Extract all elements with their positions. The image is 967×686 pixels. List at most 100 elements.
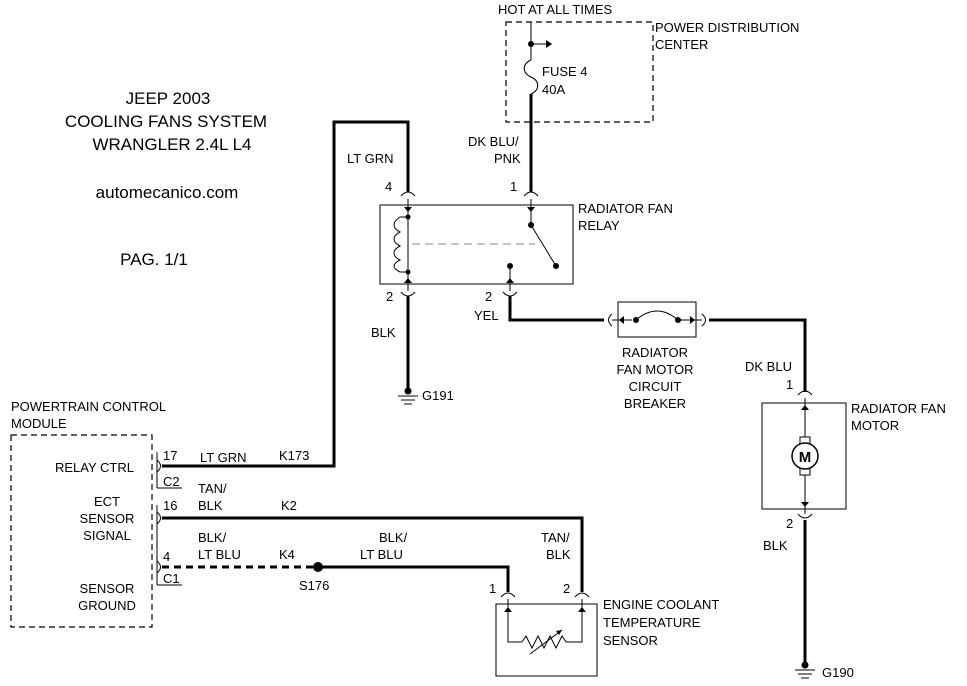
pcm-ect-line3: SIGNAL [83, 528, 131, 543]
relay-pin2-arrow-icon [404, 278, 412, 283]
ground-g190-label: G190 [822, 665, 854, 680]
pcm-relay-ctrl: RELAY CTRL [55, 460, 134, 475]
pcm-connector-c1: C1 [163, 571, 180, 586]
radiator-fan-relay: RADIATOR FAN RELAY 4 1 2 2 [379, 179, 673, 304]
breaker-left-arrow-icon [619, 316, 624, 324]
thermistor-variable-line [529, 629, 563, 655]
label-tan-blk-1: TAN/ [198, 481, 227, 496]
sensor-pin1-arrow-icon [504, 607, 512, 612]
connector-pcm-pin16-icon [156, 511, 161, 525]
relay-output-arrow-icon [506, 278, 514, 283]
breaker-right-arrow-icon [690, 316, 695, 324]
wire-yel [508, 296, 604, 322]
relay-pin4-label: 4 [385, 179, 392, 194]
connector-motor-pin1-icon [797, 390, 813, 396]
ground-g190-node [801, 661, 809, 669]
label-dk-blu-pnk-2: PNK [494, 151, 521, 166]
label-k173: K173 [279, 448, 309, 463]
sensor-label-line3: SENSOR [603, 633, 658, 648]
label-blk-relay: BLK [371, 325, 396, 340]
sensor-label-line2: TEMPERATURE [603, 615, 701, 630]
wires [162, 94, 807, 662]
power-distribution-center: HOT AT ALL TIMES POWER DISTRIBUTION CENT… [498, 2, 799, 123]
connector-pcm-pin4-icon [156, 560, 161, 574]
fuse-icon [523, 59, 539, 95]
motor-pin2-label: 2 [786, 516, 793, 531]
fuse-label: FUSE 4 [542, 64, 588, 79]
pcm-ect-line1: ECT [94, 494, 120, 509]
connector-relay-pin1-icon [523, 191, 539, 197]
breaker-label-line4: BREAKER [624, 396, 686, 411]
pcm-label-line2: MODULE [11, 416, 67, 431]
ground-g191: G191 [398, 387, 454, 405]
ground-g191-label: G191 [422, 388, 454, 403]
motor-pin1-label: 1 [786, 377, 793, 392]
breaker-label-line3: CIRCUIT [629, 379, 682, 394]
powertrain-control-module: POWERTRAIN CONTROL MODULE RELAY CTRL ECT… [10, 399, 182, 628]
ground-g190: G190 [795, 661, 854, 680]
relay-pin1-label: 1 [510, 179, 517, 194]
radiator-fan-motor: 1 M 2 RADIATOR FAN MOTOR [761, 377, 946, 531]
connector-relay-pin4-icon [400, 191, 416, 197]
relay-switch-arm [530, 224, 557, 267]
splice-s176 [313, 562, 323, 572]
label-tan-blk-sensor-2: BLK [546, 547, 571, 562]
relay-pin2-right-label: 2 [485, 289, 492, 304]
connector-breaker-right-icon [701, 313, 706, 327]
label-lt-grn-top: LT GRN [347, 151, 393, 166]
label-s176: S176 [299, 578, 329, 593]
connector-relay-pin2-right-icon [502, 291, 518, 297]
label-dk-blu: DK BLU [745, 359, 792, 374]
pcm-label-line1: POWERTRAIN CONTROL [11, 399, 166, 414]
connector-sensor-pin1-icon [500, 592, 516, 598]
motor-label-line2: MOTOR [851, 418, 899, 433]
connector-sensor-pin2-icon [574, 592, 590, 598]
engine-coolant-temperature-sensor: 1 2 ENGINE COOLANT TEMPERATURE SENSOR [489, 581, 719, 677]
motor-pin2-arrow-icon [801, 502, 809, 507]
wire-blk-lt-blu [318, 565, 510, 592]
thermistor-icon [521, 634, 570, 650]
pcm-outline [10, 434, 153, 628]
circuit-breaker: RADIATOR FAN MOTOR CIRCUIT BREAKER [608, 301, 706, 411]
wire-dk-blu [709, 318, 807, 392]
bus-arrow-icon [546, 40, 552, 48]
motor-label-line1: RADIATOR FAN [851, 401, 946, 416]
relay-coil-icon [393, 216, 408, 273]
relay-pin2-left-label: 2 [386, 289, 393, 304]
page-label: PAG. 1/1 [120, 250, 188, 269]
wire-lt-grn-k173 [162, 120, 410, 468]
label-blk-motor: BLK [763, 538, 788, 553]
relay-pin4-arrow-icon [404, 207, 412, 212]
sensor-pin2-arrow-icon [578, 607, 586, 612]
relay-label-line2: RELAY [578, 218, 620, 233]
pcm-ground-line1: SENSOR [80, 581, 135, 596]
pcm-pin4-label: 4 [163, 549, 170, 564]
connector-breaker-left-icon [608, 313, 613, 327]
label-blk-lt-blu-mid-1: BLK/ [379, 530, 408, 545]
sensor-pin2-label: 2 [563, 581, 570, 596]
motor-icon [791, 442, 819, 470]
thermistor-arrow-icon [556, 630, 562, 635]
connector-pcm-pin17-icon [156, 459, 161, 473]
title-system: COOLING FANS SYSTEM [65, 112, 267, 131]
pcm-pin16-label: 16 [163, 498, 177, 513]
pcm-pin17-label: 17 [163, 448, 177, 463]
wire-tan-blk-k2 [162, 516, 584, 592]
ground-g191-node [404, 387, 412, 395]
motor-symbol: M [799, 449, 812, 466]
label-k4: K4 [279, 547, 295, 562]
label-yel: YEL [474, 308, 499, 323]
pdc-label-line1: POWER DISTRIBUTION [655, 20, 799, 35]
pdc-label-line2: CENTER [655, 37, 708, 52]
site-label: automecanico.com [96, 183, 239, 202]
label-blk-lt-blu-2: LT BLU [198, 547, 241, 562]
title-make: JEEP 2003 [126, 89, 211, 108]
motor-pin1-arrow-icon [801, 405, 809, 410]
label-k2: K2 [281, 498, 297, 513]
pcm-connector-c2: C2 [163, 474, 180, 489]
connector-motor-pin2-icon [797, 513, 813, 519]
relay-contact-no [553, 263, 559, 269]
connector-relay-pin2-left-icon [400, 291, 416, 297]
sensor-label-line1: ENGINE COOLANT [603, 597, 719, 612]
